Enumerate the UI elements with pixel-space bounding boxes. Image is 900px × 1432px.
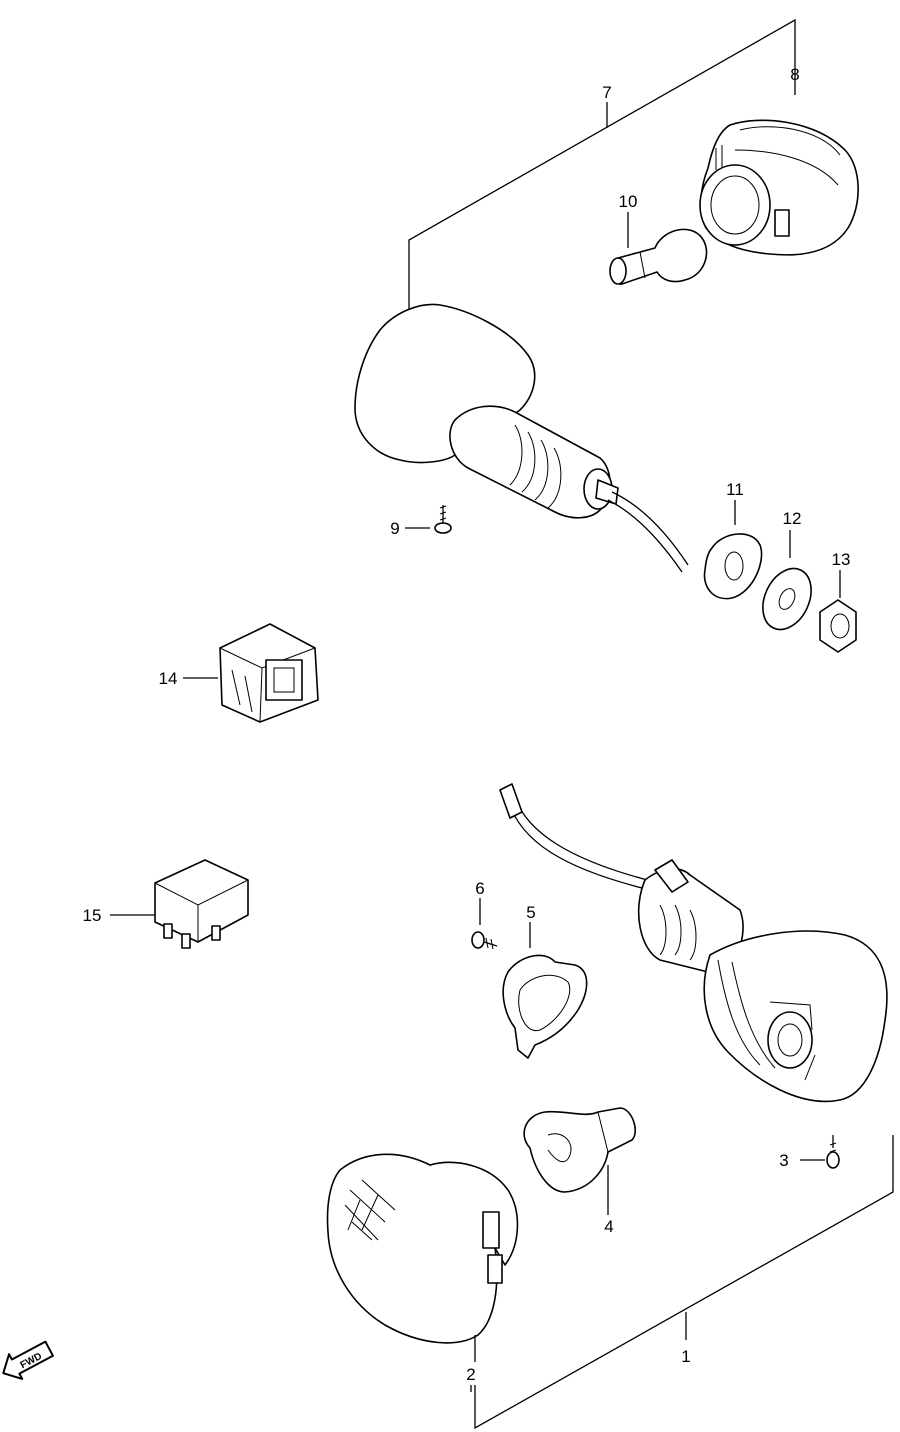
part-14-connector [183, 623, 319, 723]
callout-15: 15 [83, 906, 102, 925]
part-6-screw [471, 898, 498, 950]
part-3-screw [800, 1135, 840, 1169]
callout-2: 2 [466, 1365, 475, 1384]
upper-assembly-bracket [408, 18, 796, 310]
callout-13: 13 [832, 550, 851, 569]
callout-1: 1 [681, 1347, 690, 1366]
part-2-lens [326, 1153, 519, 1344]
callout-7: 7 [602, 83, 611, 102]
callout-9: 9 [390, 519, 399, 538]
callout-11: 11 [726, 480, 744, 499]
part-10-bulb [609, 228, 708, 285]
callout-6: 6 [475, 879, 484, 898]
part-5-gasket [502, 922, 588, 1059]
part-7-signal-body [354, 303, 689, 573]
callout-14: 14 [159, 669, 178, 688]
callout-10: 10 [619, 192, 638, 211]
lower-signal-body [499, 783, 888, 1103]
part-13-nut [819, 570, 857, 653]
lower-assembly-bracket [474, 1135, 894, 1430]
part-4-bulb [523, 1107, 636, 1215]
part-8-lens [699, 119, 859, 256]
part-9-screw [405, 505, 452, 534]
callout-8: 8 [790, 65, 799, 84]
callout-3: 3 [779, 1151, 788, 1170]
callout-5: 5 [526, 903, 535, 922]
callout-4: 4 [604, 1217, 613, 1236]
part-15-relay [110, 859, 249, 949]
part-12-flat-washer [762, 530, 812, 631]
callout-12: 12 [783, 509, 802, 528]
part-11-washer [703, 500, 763, 600]
fwd-arrow-icon: FWD [2, 1340, 54, 1380]
